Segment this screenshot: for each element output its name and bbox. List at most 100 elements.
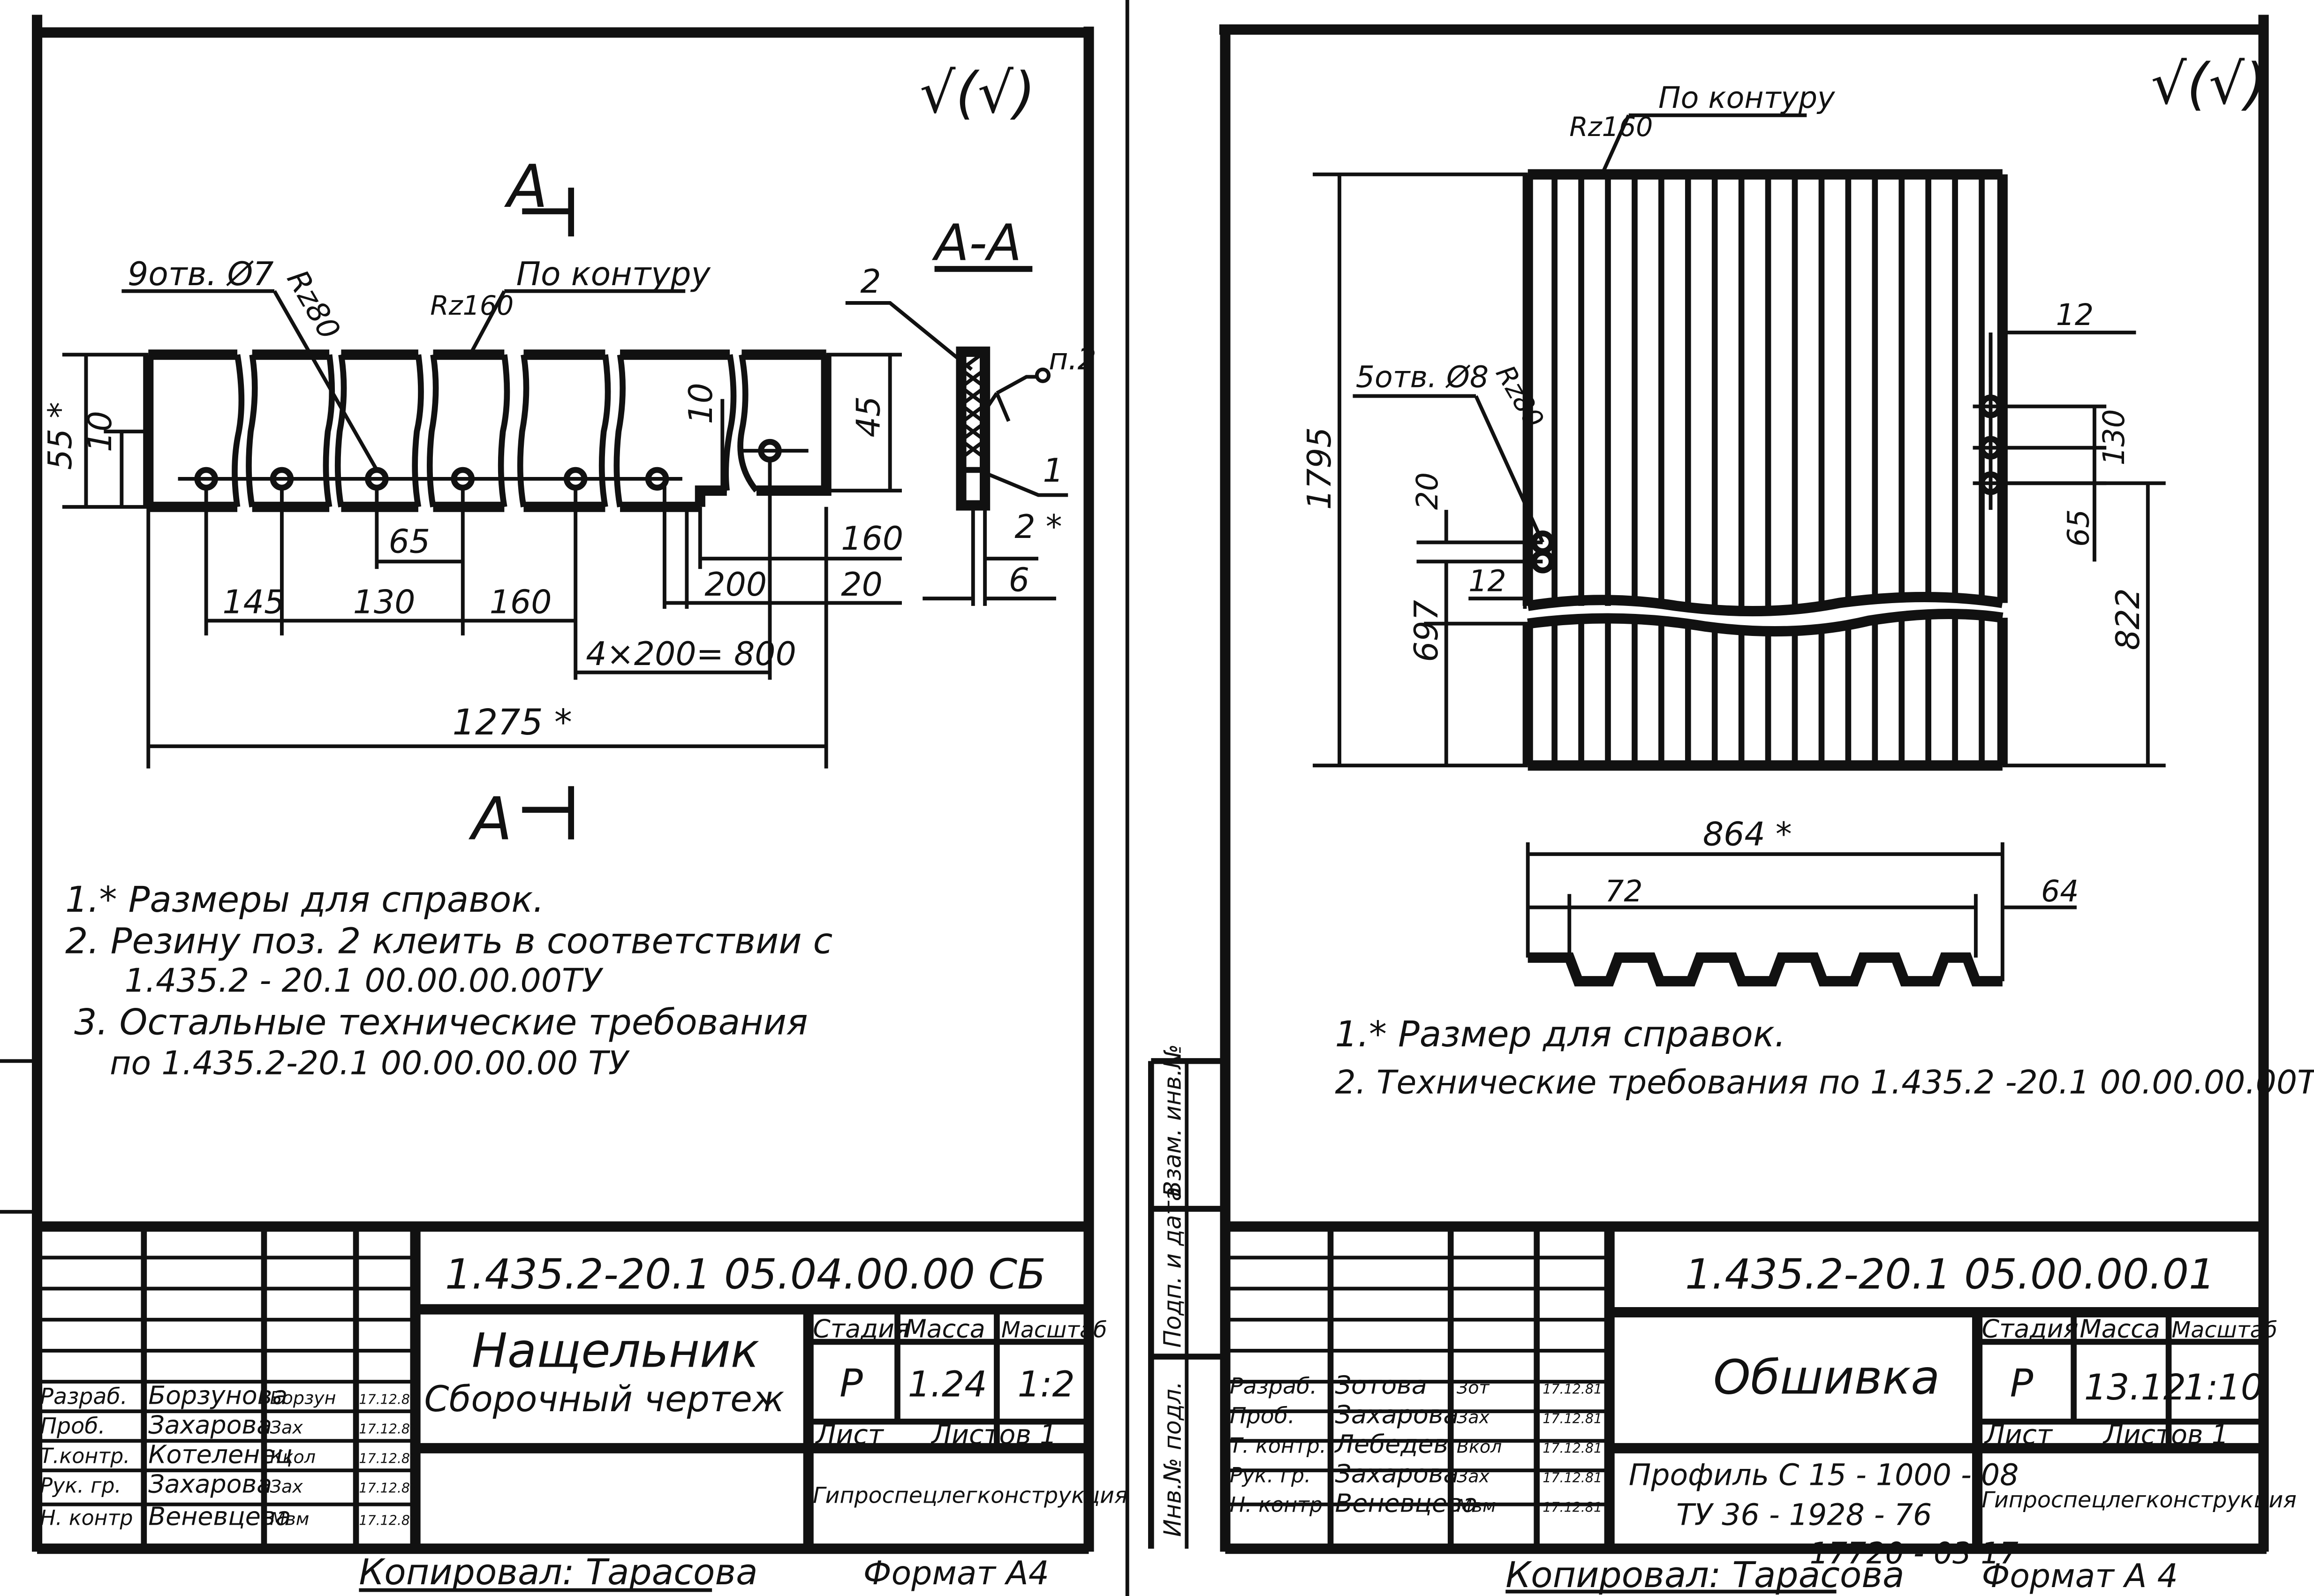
- sign-5: Мвм: [270, 1509, 310, 1529]
- role-r1: Разраб.: [1230, 1373, 1317, 1399]
- name-5: Веневцева: [148, 1502, 291, 1531]
- col-stage-right: Стадия: [1982, 1314, 2079, 1344]
- name-r4: Захарова: [1335, 1459, 1459, 1488]
- dim-10-left: 10: [82, 411, 119, 452]
- product-name: Нащельник: [472, 1323, 759, 1378]
- dim-1795: 1795: [1301, 427, 1338, 510]
- dim-822: 822: [2110, 588, 2147, 650]
- section-detail: 2 1 п.2 2 * 6: [845, 263, 1097, 606]
- dim-200: 200: [704, 566, 767, 604]
- note-line-2: 2. Резину поз. 2 клеить в соответствии с: [65, 920, 832, 961]
- dim-20-right: 20: [1410, 472, 1444, 510]
- dim-130-right: 130: [2096, 409, 2131, 465]
- name-r3: Лебедев: [1334, 1429, 1449, 1459]
- dim-145: 145: [222, 584, 285, 621]
- left-sheet: √(√) A A А-А: [0, 15, 1127, 1593]
- date-1: 17.12.81: [359, 1392, 418, 1407]
- date-r1: 17.12.81: [1543, 1381, 1602, 1397]
- dim-45: 45: [850, 396, 887, 437]
- name-r1: Зотова: [1335, 1370, 1427, 1399]
- col-mass-right: Масса: [2080, 1314, 2160, 1344]
- material-line-1: Профиль С 15 - 1000 - 08: [1629, 1458, 2019, 1492]
- dim-10-notch: 10: [682, 383, 720, 424]
- title-block-left: 1.435.2-20.1 05.04.00.00 СБ Нащельник Сб…: [37, 1221, 1127, 1549]
- designation-right: 1.435.2-20.1 05.00.00.01: [1685, 1250, 2215, 1299]
- dim-864: 864 *: [1703, 816, 1792, 853]
- col-mass: Масса: [905, 1314, 985, 1344]
- sheet-label-right: Лист: [1984, 1420, 2053, 1451]
- callout-contour-right: По контуру: [1658, 80, 1836, 115]
- note-line-4: 3. Остальные технические требования: [74, 1002, 808, 1043]
- title-block-right: 1.435.2-20.1 05.00.00.01 Обшивка Профиль…: [1225, 1221, 2297, 1549]
- role-5: Н. контр: [40, 1506, 133, 1530]
- note-line-5: по 1.435.2-20.1 00.00.00.00 ТУ: [110, 1045, 630, 1082]
- mass-right: 13.12: [2084, 1367, 2186, 1408]
- stamp-replace-inv: Взам. инв.№: [1159, 1044, 1187, 1197]
- note-ref: п.2: [1049, 342, 1097, 377]
- role-1: Разраб.: [40, 1384, 127, 1409]
- col-scale-right: Масштаб: [2171, 1317, 2277, 1343]
- stage: Р: [839, 1362, 863, 1406]
- format-left: Формат А4: [863, 1555, 1049, 1592]
- dim-160-bottom: 160: [490, 584, 552, 621]
- dim-12-top: 12: [2056, 297, 2094, 332]
- role-2: Проб.: [40, 1413, 105, 1439]
- sign-r1: Зот: [1457, 1377, 1490, 1398]
- name-3: Котеленец: [148, 1440, 293, 1469]
- profile-section: 864 * 72 64: [1526, 816, 2079, 987]
- note-right-2: 2. Технические требования по 1.435.2 -20…: [1335, 1064, 2314, 1102]
- sign-r5: Мвм: [1457, 1495, 1496, 1516]
- name-4: Захарова: [148, 1469, 272, 1499]
- dim-1275: 1275 *: [453, 702, 572, 743]
- sign-2: Зах: [270, 1417, 303, 1437]
- callout-contour-roughness: Rz160: [430, 290, 514, 321]
- technical-notes: 1.* Размеры для справок. 2. Резину поз. …: [65, 879, 832, 1082]
- sheet-label: Лист: [815, 1420, 885, 1451]
- sheets-count-right: Листов 1: [2102, 1420, 2229, 1451]
- stamp-number: 17720 - 03 17: [1810, 1536, 2019, 1571]
- role-r3: Т. контр.: [1230, 1434, 1326, 1458]
- date-r5: 17.12.81: [1543, 1499, 1602, 1515]
- date-r4: 17.12.81: [1543, 1470, 1602, 1485]
- scale-right: 1:10: [2184, 1367, 2263, 1408]
- name-1: Борзунова: [148, 1380, 287, 1410]
- sheets-count: Листов 1: [930, 1420, 1057, 1451]
- roughness-symbol: √(√): [920, 61, 1036, 126]
- dim-160-right: 160: [841, 520, 903, 558]
- dim-64: 64: [2041, 874, 2079, 908]
- sign-r4: Зах: [1457, 1466, 1490, 1486]
- sign-r3: Вкол: [1457, 1436, 1502, 1457]
- stage-right: Р: [2010, 1362, 2034, 1406]
- copied-by-right: Копировал: Тарасова: [1505, 1554, 1904, 1596]
- stamp-sign-date: Подп. и дата: [1159, 1187, 1187, 1347]
- role-4: Рук. гр.: [40, 1474, 121, 1498]
- dim-697: 697: [1408, 600, 1445, 662]
- cladding-panel: [1522, 169, 2107, 771]
- stamp-orig-inv: Инв.№ подл.: [1159, 1381, 1187, 1537]
- dim-55: 55 *: [42, 402, 79, 470]
- date-r2: 17.12.81: [1543, 1411, 1602, 1426]
- dim-6: 6: [1009, 561, 1029, 599]
- col-stage: Стадия: [813, 1314, 909, 1344]
- sign-3: Ккол: [270, 1446, 316, 1467]
- callout-contour: По контуру: [516, 256, 711, 293]
- dim-65: 65: [389, 523, 431, 561]
- callout-holes: 9отв. Ø7: [128, 256, 274, 293]
- note-right-1: 1.* Размер для справок.: [1335, 1014, 1786, 1055]
- mass: 1.24: [908, 1364, 987, 1405]
- role-3: Т.контр.: [40, 1444, 130, 1468]
- pos-1-label: 1: [1043, 452, 1063, 490]
- dim-65-right: 65: [2061, 509, 2095, 547]
- section-label: А-А: [932, 214, 1022, 272]
- note-line-1: 1.* Размеры для справок.: [65, 879, 544, 920]
- callout-contour-roughness-right: Rz160: [1569, 112, 1653, 143]
- organization: Гипроспецлегконструкция: [813, 1483, 1127, 1509]
- material-line-2: ТУ 36 - 1928 - 76: [1676, 1498, 1932, 1532]
- dim-2-star: 2 *: [1014, 508, 1062, 546]
- scale: 1:2: [1018, 1364, 1075, 1405]
- dim-72: 72: [1605, 874, 1642, 908]
- name-r5: Веневцева: [1335, 1488, 1478, 1518]
- dim-4x200: 4×200= 800: [586, 635, 796, 673]
- date-4: 17.12.81: [359, 1480, 418, 1496]
- date-r3: 17.12.81: [1543, 1440, 1602, 1456]
